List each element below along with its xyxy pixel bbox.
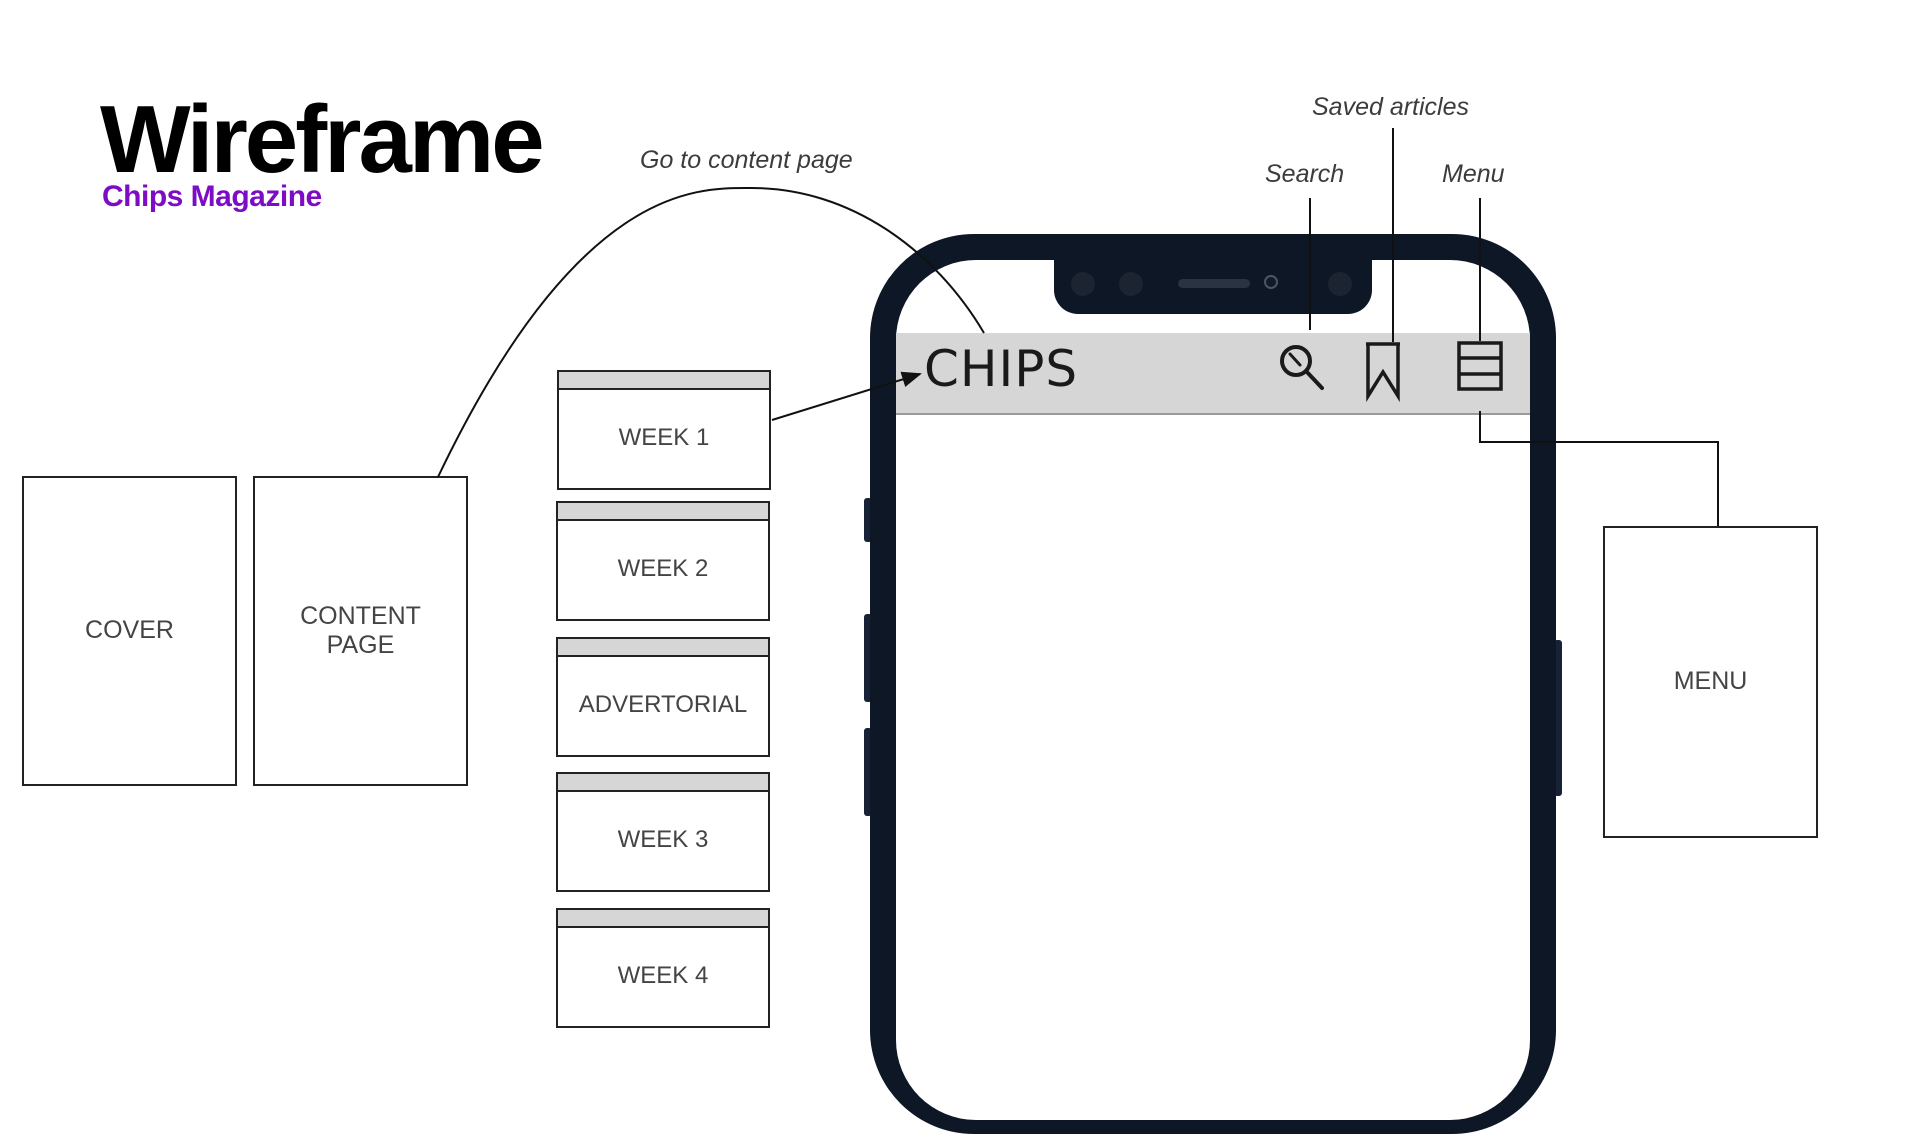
app-header-bar: [896, 333, 1530, 415]
advertorial-box: ADVERTORIAL: [556, 637, 770, 757]
week-box: WEEK 4: [556, 908, 770, 1028]
week-box: WEEK 1: [557, 370, 771, 490]
sensor-dot: [1119, 272, 1143, 296]
annotation-search: Search: [1265, 160, 1345, 188]
page-subtitle: Chips Magazine: [102, 180, 322, 213]
cover-page-box: COVER: [22, 476, 237, 786]
menu-page-box: MENU: [1603, 526, 1818, 838]
week-box-header-bar: [558, 503, 768, 521]
content-page-label-line2: PAGE: [326, 631, 395, 659]
week-box-label: WEEK 2: [617, 555, 709, 582]
content-page-box: CONTENT PAGE: [253, 476, 468, 786]
cover-label: COVER: [85, 616, 174, 645]
week-box-header-bar: [559, 372, 769, 390]
phone-side-button: [864, 614, 872, 702]
annotation-menu: Menu: [1442, 160, 1505, 188]
search-icon[interactable]: [1280, 345, 1324, 390]
week-box-header-bar: [558, 774, 768, 792]
sensor-dot: [1328, 272, 1352, 296]
week-box-header-bar: [558, 639, 768, 657]
menu-page-label: MENU: [1673, 667, 1748, 696]
week-box-label: WEEK 4: [617, 962, 709, 989]
week1-to-logo-arrow: [771, 371, 922, 421]
annotation-saved-articles: Saved articles: [1312, 93, 1470, 121]
week-box-label: ADVERTORIAL: [578, 691, 748, 718]
phone-side-button: [864, 498, 872, 542]
page-title: Wireframe: [100, 86, 545, 193]
menu-icon[interactable]: [1457, 341, 1503, 391]
week-box: WEEK 2: [556, 501, 770, 621]
phone-side-button: [864, 728, 872, 816]
week-box-label: WEEK 3: [617, 826, 709, 853]
phone-speaker: [1178, 279, 1250, 288]
front-camera: [1264, 275, 1278, 289]
content-page-label: CONTENT PAGE: [300, 602, 421, 661]
app-header-icons: [1280, 341, 1503, 403]
sensor-dot: [1071, 272, 1095, 296]
week-box-label: WEEK 1: [618, 424, 710, 451]
content-page-label-line1: CONTENT: [300, 601, 421, 630]
menu-to-menu-page-line: [1479, 411, 1719, 526]
phone-side-button: [1554, 640, 1562, 796]
app-logo[interactable]: CHIPS: [924, 340, 1079, 398]
annotation-go-to-content: Go to content page: [640, 146, 853, 174]
go-to-content-curve: [437, 186, 985, 478]
connector-lines: [437, 128, 1719, 526]
bookmark-icon[interactable]: [1366, 342, 1400, 403]
week-box: WEEK 3: [556, 772, 770, 892]
week-box-header-bar: [558, 910, 768, 928]
